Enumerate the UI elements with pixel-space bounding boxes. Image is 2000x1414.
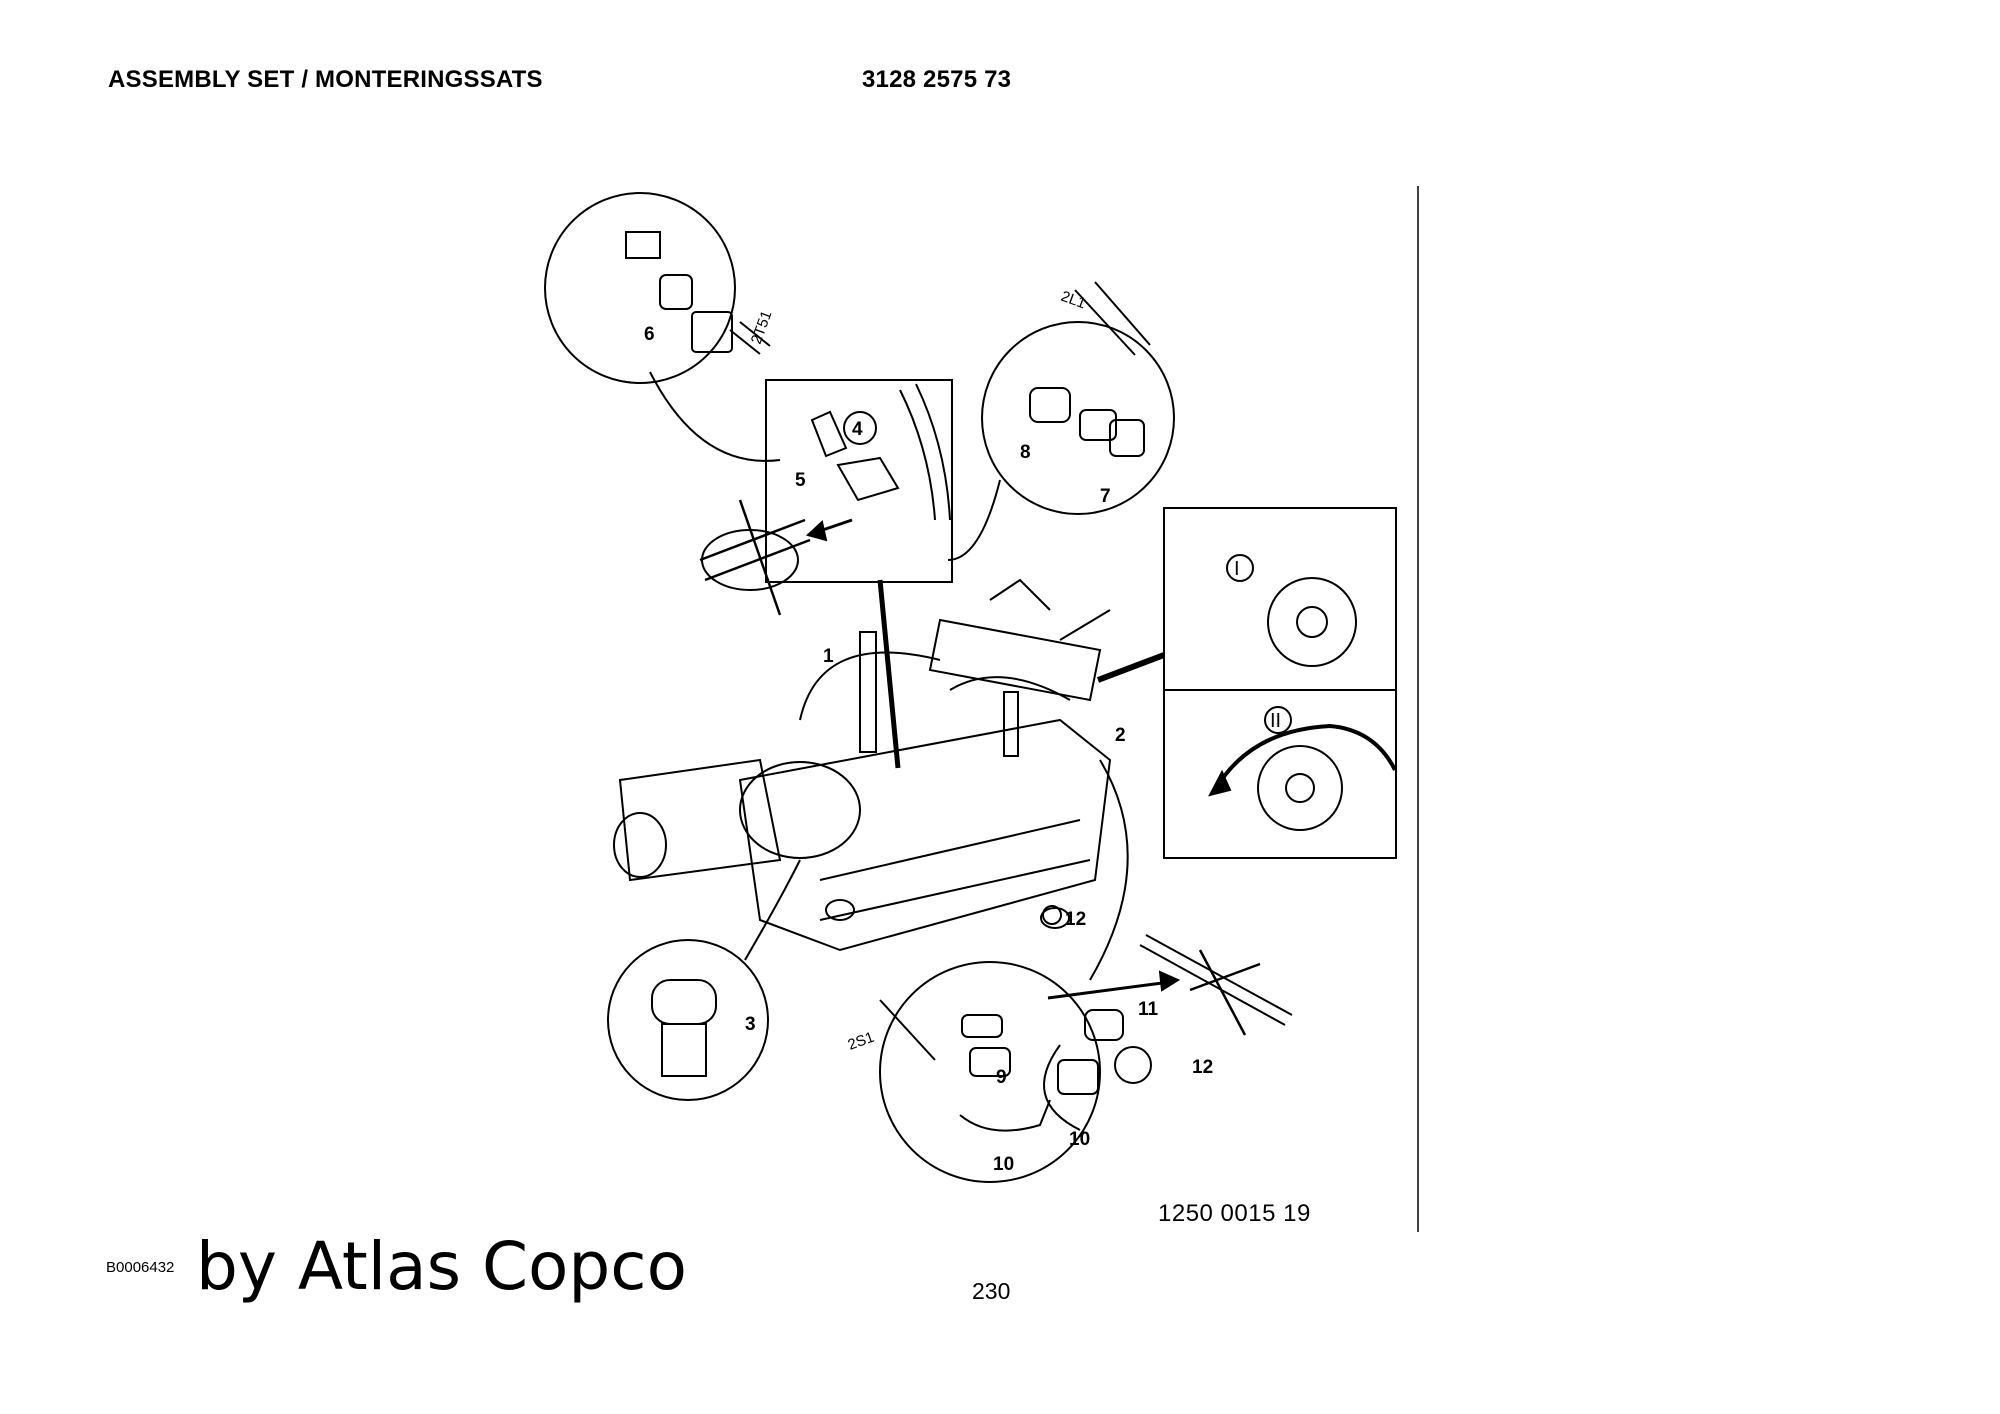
arrow-head — [1158, 970, 1181, 992]
removed-pipe — [1139, 934, 1293, 1026]
hose-tag: 2T51 — [748, 308, 776, 346]
rotator-view-I — [1267, 577, 1357, 667]
callout-label: 12 — [1192, 1057, 1213, 1078]
detail-circle-9-10 — [879, 961, 1101, 1183]
view-label: I — [1234, 558, 1240, 580]
callout-label: 11 — [1138, 999, 1159, 1020]
detail-box-4-5 — [765, 379, 953, 583]
drawing-number: 1250 0015 19 — [1158, 1200, 1311, 1227]
fitting-shape — [691, 311, 733, 353]
hose-tag: 2L1 — [1059, 288, 1088, 313]
callout-label: 3 — [745, 1014, 756, 1035]
detail-circle-3 — [607, 939, 769, 1101]
page-title: ASSEMBLY SET / MONTERINGSSATS — [108, 66, 543, 93]
hose-tag: 2S1 — [846, 1029, 877, 1054]
fitting-shape — [1079, 409, 1117, 441]
bolt-2 — [1003, 691, 1019, 757]
fitting-11 — [1084, 1009, 1124, 1041]
view-I-circle — [1226, 554, 1254, 582]
callout-label: 12 — [1065, 909, 1086, 930]
bushing-top — [651, 979, 717, 1025]
bolt-1 — [859, 631, 877, 753]
cap-12 — [1114, 1046, 1152, 1084]
fitting-shape — [969, 1047, 1011, 1077]
arrow-line — [1047, 980, 1171, 1000]
hose-line — [1089, 759, 1129, 981]
motor-face — [739, 761, 861, 859]
callout-label: 2 — [1115, 725, 1126, 746]
nut-13 — [1042, 905, 1062, 925]
document-id: B0006432 — [106, 1259, 175, 1276]
callout-label: 8 — [1020, 442, 1031, 463]
part-number: 3128 2575 73 — [862, 66, 1012, 93]
arrow-head — [806, 520, 828, 542]
connection-bar — [877, 579, 901, 769]
callout-label: 10 — [1069, 1129, 1090, 1150]
leader-line — [947, 479, 1001, 561]
machine-body — [738, 718, 1112, 952]
brand-watermark: by Atlas Copco — [196, 1228, 687, 1305]
detail-circle-7-8 — [981, 321, 1175, 515]
callout-label: 4 — [852, 419, 863, 440]
callout-label: 7 — [1100, 486, 1111, 507]
elbow-fitting — [959, 1099, 1051, 1132]
removed-component — [701, 529, 799, 591]
view-label: II — [1270, 710, 1281, 732]
detail-box-views — [1163, 507, 1397, 859]
callout-label: 9 — [996, 1067, 1007, 1088]
callout-4-circle — [843, 411, 877, 445]
fitting-shape — [659, 274, 693, 310]
valve-plate — [928, 618, 1102, 702]
view-II-circle — [1264, 706, 1292, 734]
detail-circle-6 — [544, 192, 736, 384]
callout-label: 1 — [823, 646, 834, 667]
leader-line — [744, 859, 801, 961]
leader-line — [649, 371, 781, 462]
callout-label: 6 — [644, 324, 655, 345]
rotator-view-II — [1257, 745, 1343, 831]
flange-shape — [836, 456, 900, 502]
connection-bar — [1096, 652, 1166, 683]
rotation-arrow — [1213, 723, 1397, 792]
bushing-bottom — [661, 1023, 707, 1077]
fitting-shape — [961, 1014, 1003, 1038]
page-number: 230 — [972, 1278, 1011, 1304]
callout-label: 10 — [993, 1154, 1014, 1175]
fitting-shape — [625, 231, 661, 259]
fitting-shape — [1029, 387, 1071, 423]
motor-housing — [618, 758, 782, 882]
fitting-shape — [1109, 419, 1145, 457]
callout-label: 5 — [795, 470, 806, 491]
